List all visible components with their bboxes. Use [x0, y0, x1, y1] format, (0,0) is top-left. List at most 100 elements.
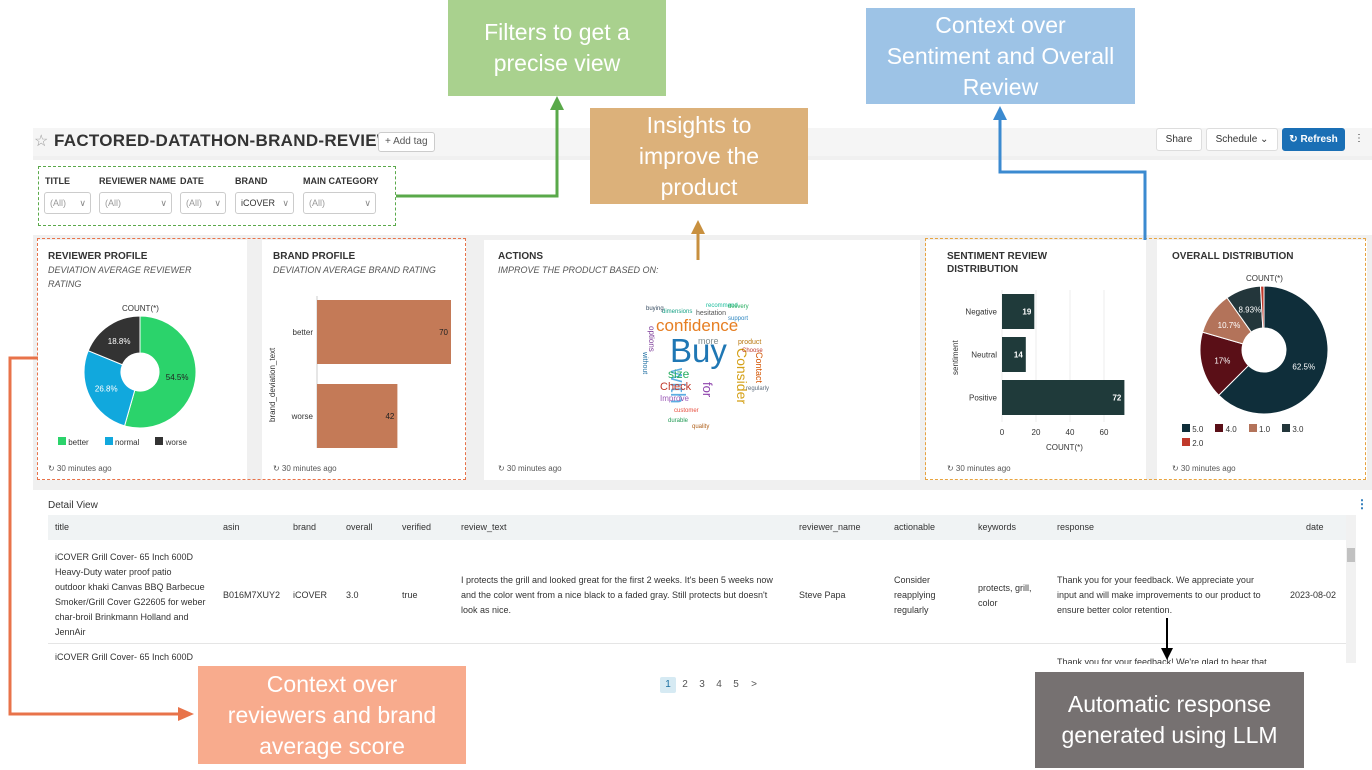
- more-options-icon[interactable]: ⋮: [1354, 133, 1364, 144]
- word-cloud-word: dimensions: [662, 309, 693, 315]
- page-2-button[interactable]: 2: [682, 679, 688, 690]
- column-header-brand[interactable]: brand: [293, 522, 317, 532]
- actions-panel-title: ACTIONS: [498, 251, 543, 262]
- cell-keywords: protects, grill, color: [978, 581, 1032, 611]
- reviewer-updated-time: ↻ 30 minutes ago: [48, 464, 112, 473]
- insights-callout: Insights to improve the product: [590, 108, 808, 204]
- sentiment-panel-title-2: DISTRIBUTION: [947, 264, 1019, 275]
- legend-label: 3.0: [1292, 425, 1304, 434]
- filter-select-brand[interactable]: iCOVER∨: [235, 192, 294, 214]
- column-header-asin[interactable]: asin: [223, 522, 240, 532]
- donut-slice-normal[interactable]: [83, 350, 136, 427]
- scrollbar-thumb[interactable]: [1347, 548, 1355, 562]
- bar-value-label: 19: [1022, 308, 1031, 317]
- actions-panel-subtitle: IMPROVE THE PRODUCT BASED ON:: [498, 265, 659, 275]
- table-scrollbar[interactable]: [1346, 515, 1356, 663]
- callout-line: Insights to: [646, 111, 752, 138]
- reviewer-legend: better normal worse: [58, 437, 187, 447]
- word-cloud-word: Buy: [670, 332, 727, 369]
- bar-value-label: 70: [439, 328, 448, 337]
- legend-item-2: 2.0: [1182, 438, 1203, 448]
- column-header-verified[interactable]: verified: [402, 522, 432, 532]
- overall-panel: [1157, 240, 1367, 480]
- brand-panel-subtitle: DEVIATION AVERAGE BRAND RATING: [273, 265, 436, 275]
- cell-actionable: Consider reapplying regularly: [894, 573, 936, 618]
- donut-slice-label: 26.8%: [95, 384, 118, 393]
- column-header-reviewer-name[interactable]: reviewer_name: [799, 522, 861, 532]
- word-cloud-word: Choose: [742, 348, 763, 354]
- cell-line: color: [978, 598, 998, 608]
- column-header-review-text[interactable]: review_text: [461, 522, 507, 532]
- table-header-row: [48, 515, 1346, 540]
- auto-response-callout: Automatic response generated using LLM: [1035, 672, 1304, 768]
- page-4-button[interactable]: 4: [716, 679, 722, 690]
- bar-worse[interactable]: [317, 384, 398, 448]
- filter-label-date: DATE: [180, 176, 204, 186]
- legend-item-better: better: [58, 437, 89, 447]
- callout-line: reviewers and brand: [227, 701, 437, 728]
- page-5-button[interactable]: 5: [733, 679, 739, 690]
- filter-select-reviewer[interactable]: (All)∨: [99, 192, 172, 214]
- legend-label: 5.0: [1192, 425, 1204, 434]
- column-header-date[interactable]: date: [1306, 522, 1324, 532]
- donut-slice-5.0[interactable]: [1218, 285, 1329, 415]
- callout-line: Sentiment and Overall: [886, 42, 1115, 69]
- add-tag-button[interactable]: + Add tag: [378, 132, 435, 152]
- cell-line: protects, grill,: [978, 583, 1032, 593]
- reviewers-arrow-line: [8, 356, 180, 716]
- detail-more-options-icon[interactable]: ⋮: [1356, 497, 1368, 511]
- column-header-title[interactable]: title: [55, 522, 70, 532]
- favorite-star-icon[interactable]: ☆: [34, 133, 49, 150]
- callout-line: precise view: [493, 50, 621, 76]
- overall-legend-row-2: 2.0: [1182, 438, 1203, 448]
- column-header-response[interactable]: response: [1057, 522, 1095, 532]
- overall-panel-title: OVERALL DISTRIBUTION: [1172, 251, 1294, 262]
- reviewers-callout: Context over reviewers and brand average…: [198, 666, 466, 764]
- legend-item-worse: worse: [155, 437, 187, 447]
- overall-updated-time: ↻ 30 minutes ago: [1172, 464, 1236, 473]
- reviewer-panel-subtitle-2: RATING: [48, 279, 82, 289]
- column-header-actionable[interactable]: actionable: [894, 522, 936, 532]
- cell-line: reapplying: [894, 590, 936, 600]
- x-tick-label: 0: [1000, 428, 1005, 437]
- refresh-button[interactable]: ↻ Refresh: [1282, 128, 1345, 151]
- schedule-button[interactable]: Schedule ⌄: [1206, 128, 1278, 151]
- bar-Neutral[interactable]: [1002, 337, 1026, 372]
- sentiment-callout: Context over Sentiment and Overall Revie…: [866, 8, 1135, 104]
- bar-better[interactable]: [317, 300, 451, 364]
- filter-select-date[interactable]: (All)∨: [180, 192, 226, 214]
- page-3-button[interactable]: 3: [699, 679, 705, 690]
- insights-arrow-head: [691, 220, 705, 234]
- callout-line: product: [660, 173, 738, 200]
- column-header-overall[interactable]: overall: [346, 522, 373, 532]
- word-cloud-word: regularly: [746, 386, 770, 392]
- filter-label-reviewer: REVIEWER NAME: [99, 176, 177, 186]
- bar-value-label: 42: [385, 412, 394, 421]
- share-button[interactable]: Share: [1156, 128, 1202, 151]
- donut-slice-better[interactable]: [123, 315, 197, 429]
- bar-Negative[interactable]: [1002, 294, 1035, 329]
- cell-overall: 3.0: [346, 590, 359, 600]
- cell-title-row-2: iCOVER Grill Cover- 65 Inch 600D: [55, 652, 194, 662]
- page-1-button[interactable]: 1: [660, 677, 676, 693]
- bar-Positive[interactable]: [1002, 380, 1125, 415]
- donut-slice-2.0[interactable]: [1259, 285, 1265, 329]
- next-page-button[interactable]: >: [751, 679, 757, 690]
- cell-line: Thank you for your feedback. We apprecia…: [1057, 575, 1254, 585]
- word-cloud-word: delivery: [728, 304, 749, 310]
- legend-label: 1.0: [1258, 425, 1271, 434]
- cell-response: Thank you for your feedback. We apprecia…: [1057, 573, 1261, 618]
- filter-select-title[interactable]: (All)∨: [44, 192, 91, 214]
- reviewer-panel-title: REVIEWER PROFILE: [48, 251, 148, 262]
- donut-slice-worse[interactable]: [87, 315, 141, 366]
- overall-donut-chart: 62.5%17%10.7%8.93%: [1199, 285, 1329, 415]
- x-tick-label: 60: [1100, 428, 1109, 437]
- filter-value: (All): [309, 198, 325, 208]
- table-row[interactable]: iCOVER Grill Cover- 65 Inch 600D Heavy-D…: [48, 542, 1346, 644]
- filter-highlight-box: [38, 166, 396, 226]
- filter-select-category[interactable]: (All)∨: [303, 192, 376, 214]
- callout-line: Context over: [935, 11, 1066, 38]
- column-header-keywords[interactable]: keywords: [978, 522, 1017, 532]
- callout-line: Filters to get a: [484, 19, 630, 45]
- filter-label-category: MAIN CATEGORY: [303, 176, 379, 186]
